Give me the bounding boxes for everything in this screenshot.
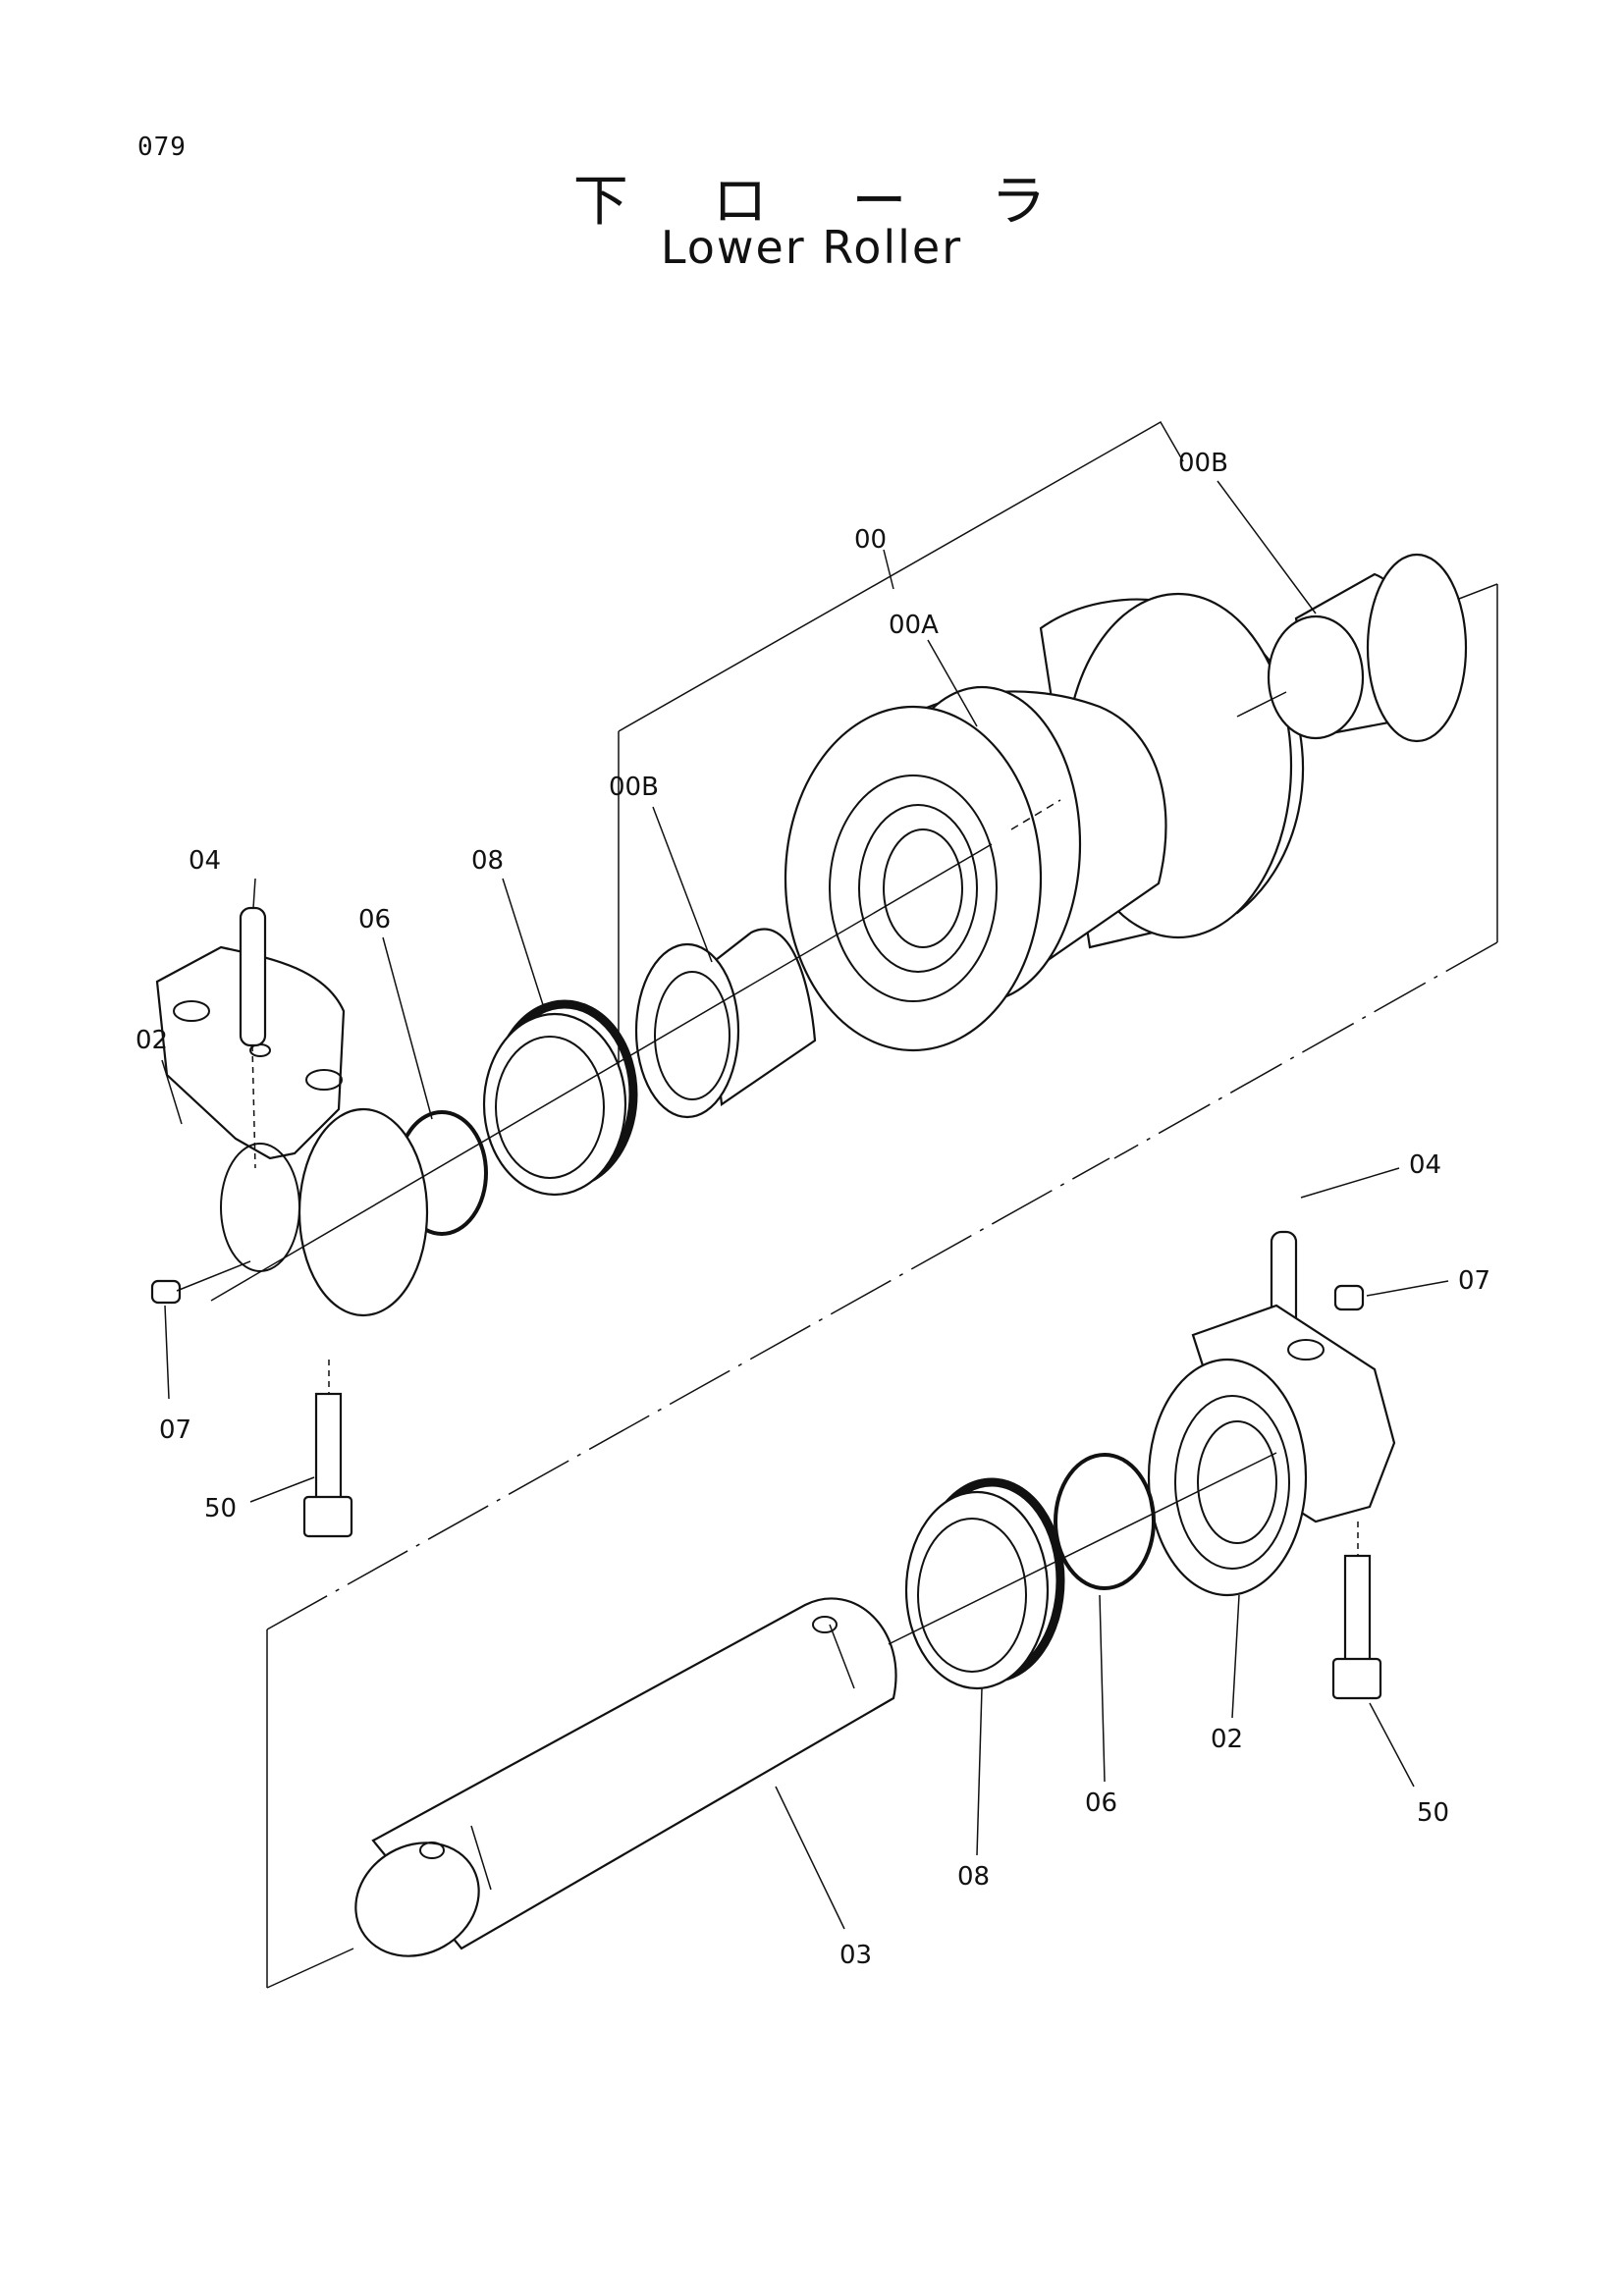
- pin-04-left: [239, 906, 267, 1169]
- bushing-00B-left: [634, 928, 817, 1119]
- collar-02-right: [1147, 1304, 1396, 1597]
- title-english: Lower Roller: [660, 221, 963, 274]
- set-screw-07-left: [150, 1260, 251, 1305]
- callout-50-left: 50: [204, 1494, 237, 1523]
- callout-08-left: 08: [471, 846, 504, 876]
- callout-02-left: 02: [135, 1026, 168, 1055]
- callout-04-right: 04: [1409, 1150, 1441, 1180]
- set-screw-07-right: [1333, 1284, 1365, 1311]
- callout-07-left: 07: [159, 1415, 191, 1445]
- roller-body-00A: [784, 592, 1305, 1052]
- roller-assembly-frame: [618, 420, 1498, 1159]
- callout-04-left: 04: [189, 846, 221, 876]
- page-number: 079: [137, 133, 187, 162]
- callout-00A: 00A: [889, 611, 939, 640]
- center-axis-lines: [210, 691, 1287, 1645]
- leader-lines: [161, 480, 1449, 1930]
- callout-08-right: 08: [957, 1862, 990, 1892]
- callout-06-right: 06: [1085, 1789, 1117, 1818]
- floating-seal-08-left: [482, 999, 638, 1197]
- callout-06-left: 06: [358, 905, 391, 934]
- callout-03: 03: [839, 1941, 872, 1970]
- callout-labels: 00 00A 00B 00B 04 06 08 02 07 50 04 07 0…: [135, 449, 1490, 1970]
- bushing-00B-right: [1267, 553, 1468, 743]
- callout-00: 00: [854, 525, 887, 555]
- collar-02-left: [155, 945, 429, 1317]
- floating-seal-08-right: [904, 1477, 1065, 1690]
- callout-00B-left: 00B: [609, 773, 659, 802]
- bolt-50-right: [1331, 1522, 1382, 1700]
- title-japanese: 下 ロ ー ラ: [572, 170, 1080, 234]
- shaft-assembly-frame: [266, 1157, 1110, 1989]
- shaft-03: [354, 1597, 897, 1957]
- bolt-50-left: [302, 1360, 353, 1538]
- callout-07-right: 07: [1458, 1266, 1490, 1296]
- o-ring-06-right: [1054, 1453, 1156, 1590]
- callout-02-right: 02: [1211, 1725, 1243, 1754]
- callout-00B-top: 00B: [1178, 449, 1228, 478]
- callout-50-right: 50: [1417, 1798, 1449, 1828]
